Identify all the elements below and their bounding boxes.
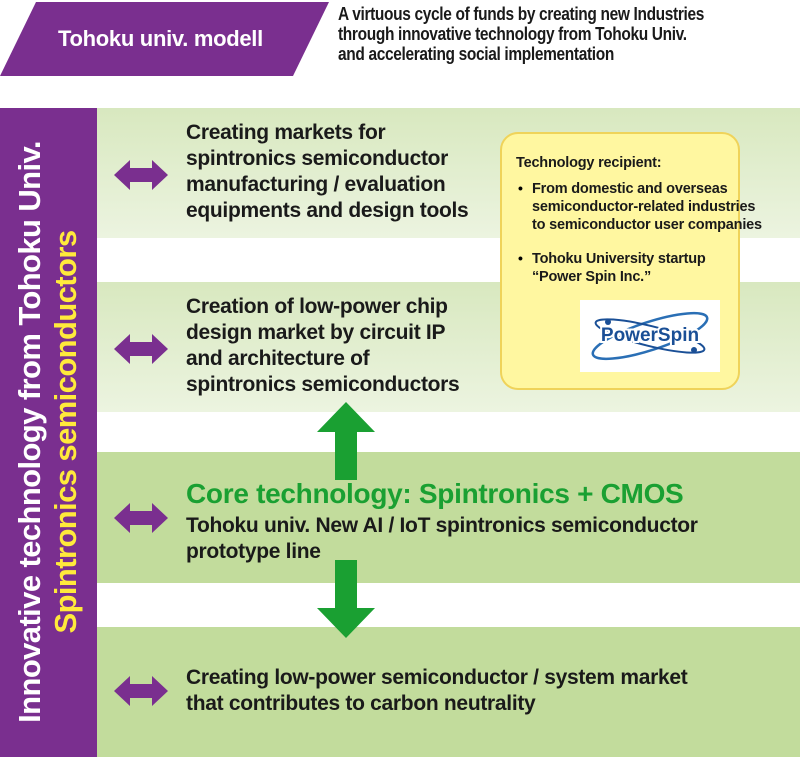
- recipient-heading: Technology recipient:: [516, 155, 662, 171]
- recipient-item-line: to semiconductor user companies: [532, 217, 762, 233]
- model-label-tag: Tohoku univ. modell: [0, 2, 329, 76]
- bullet-icon: •: [518, 250, 523, 266]
- double-arrow-icon: [114, 503, 168, 533]
- banner-line-1: Innovative technology from Tohoku Univ.: [12, 141, 47, 723]
- double-arrow-icon: [114, 160, 168, 190]
- recipient-item-line: Tohoku University startup: [532, 251, 706, 267]
- down-arrow-icon: [317, 560, 375, 638]
- double-arrow-icon: [114, 676, 168, 706]
- band-2-line: and architecture of: [186, 347, 370, 370]
- core-technology-title: Core technology: Spintronics + CMOS: [186, 478, 684, 509]
- band-2-line: spintronics semiconductors: [186, 373, 460, 396]
- band-1-text: Creating markets for spintronics semicon…: [186, 120, 469, 224]
- band-1-line: equipments and design tools: [186, 199, 469, 222]
- banner-line-2: Spintronics semiconductors: [48, 230, 83, 634]
- intro-text: A virtuous cycle of funds by creating ne…: [338, 4, 734, 64]
- vertical-banner: Innovative technology from Tohoku Univ. …: [0, 108, 97, 757]
- band-2-text: Creation of low-power chip design market…: [186, 294, 460, 398]
- intro-line: and accelerating social implementation: [338, 44, 614, 64]
- double-arrow-icon: [114, 334, 168, 364]
- band-2-line: Creation of low-power chip: [186, 295, 448, 318]
- bullet-icon: •: [518, 180, 523, 196]
- band-core-technology: [97, 452, 800, 583]
- band-1-line: Creating markets for: [186, 121, 386, 144]
- recipient-item-line: From domestic and overseas: [532, 181, 728, 197]
- band-3-line: Tohoku univ. New AI / IoT spintronics se…: [186, 514, 698, 537]
- recipient-item: From domestic and overseas semiconductor…: [532, 180, 762, 234]
- band-1-line: spintronics semiconductor: [186, 147, 449, 170]
- band-1-line: manufacturing / evaluation: [186, 173, 446, 196]
- band-3-line: prototype line: [186, 540, 321, 563]
- recipient-item-line: “Power Spin Inc.”: [532, 269, 652, 285]
- technology-recipient-box: Technology recipient: • From domestic an…: [500, 132, 762, 390]
- model-label: Tohoku univ. modell: [58, 26, 263, 51]
- band-carbon-neutrality: [97, 627, 800, 757]
- recipient-item: Tohoku University startup “Power Spin In…: [532, 250, 706, 286]
- band-2-line: design market by circuit IP: [186, 321, 446, 344]
- band-4-line: Creating low-power semiconductor / syste…: [186, 666, 688, 689]
- recipient-item-line: semiconductor-related industries: [532, 199, 756, 215]
- powerspin-logo: PowerSpin: [580, 300, 720, 372]
- band-4-text: Creating low-power semiconductor / syste…: [186, 665, 688, 717]
- up-arrow-icon: [317, 402, 375, 480]
- band-3-text: Tohoku univ. New AI / IoT spintronics se…: [186, 513, 698, 565]
- intro-line: through innovative technology from Tohok…: [338, 24, 687, 44]
- svg-text:PowerSpin: PowerSpin: [601, 325, 699, 346]
- band-4-line: that contributes to carbon neutrality: [186, 692, 536, 715]
- intro-line: A virtuous cycle of funds by creating ne…: [338, 4, 705, 24]
